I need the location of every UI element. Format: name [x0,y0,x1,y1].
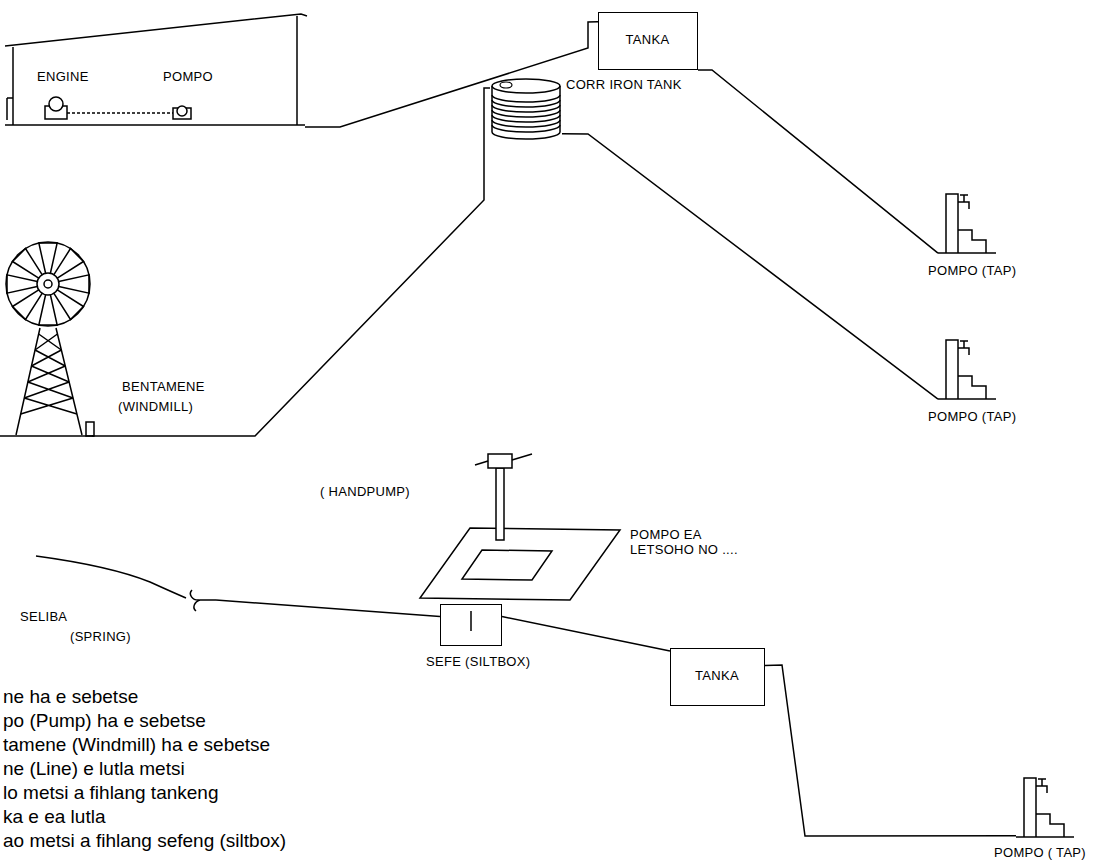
node-label: SEFE (SILTBOX) [426,655,530,670]
windmill-hub [37,273,59,295]
pump-head [488,454,512,468]
water-pipe [305,22,598,127]
windmill-brace [21,334,77,414]
equipment-node: ENGINE POMPO [5,12,305,127]
equipment-node: CORR IRON TANK [490,78,562,140]
water-pipe [502,617,670,651]
note-line: lo metsi a fihlang tankeng [3,782,218,805]
pump-platform [420,528,620,600]
windmill-blade [54,290,84,320]
water-pipe [698,70,938,253]
windmill-blade [13,290,43,320]
tap-spout [1036,786,1047,793]
node-label: POMPO EA LETSOHO NO .... [630,528,765,558]
water-pipe [92,88,490,436]
equipment-node: BENTAMENE(WINDMILL) [2,238,102,438]
pump-wheel [177,106,187,116]
node-drawing [938,190,996,255]
equipment-node: POMPO ( TAP) [1016,774,1074,839]
shed-wall [296,16,298,125]
equipment-node: ( HANDPUMP)POMPO EA LETSOHO NO .... [420,450,620,600]
shed-pipe [7,98,13,120]
platform-opening [462,550,552,580]
node-label: BENTAMENE [122,380,205,395]
equipment-node: POMPO (TAP) [938,336,996,401]
tap-post [946,340,958,399]
tap-handle [960,341,968,348]
node-label: (WINDMILL) [118,400,193,415]
silt-baffle [470,611,472,631]
node-label: ENGINE [37,70,89,85]
node-drawing [938,336,996,401]
node-label: POMPO (TAP) [928,264,1016,279]
shed-roof [5,14,307,46]
pump-head [86,422,94,436]
tap-spout [958,348,969,355]
node-drawing [441,605,503,647]
shed-wall [12,47,14,125]
ground-line [0,435,94,437]
tap-spout [958,202,969,209]
water-pipe [562,134,938,399]
water-pipe [765,665,1016,836]
windmill-blade [54,249,84,279]
equipment-node: POMPO (TAP) [938,190,996,255]
windmill-leg [16,328,82,435]
tank-box: TANKA [670,648,765,706]
node-label: POMPO ( TAP) [994,846,1086,861]
node-drawing [490,78,562,140]
windmill-blade [39,243,57,273]
node-label: CORR IRON TANK [566,78,682,93]
note-line: ne ha e sebetse [3,686,138,709]
tap-handle [960,195,968,202]
node-label: ( HANDPUMP) [320,485,410,500]
pump-handle [475,454,532,465]
node-label: TANKA [695,669,739,684]
tank-side [492,86,560,132]
tank-box: TANKA [598,12,698,70]
node-label: TANKA [626,33,670,48]
node-drawing [420,450,620,600]
note-line: ne (Line) e lutla metsi [3,758,185,781]
tap-step [1036,814,1064,837]
windmill-rim [6,242,90,326]
spring-symbol [190,590,216,611]
node-label: POMPO [163,70,213,85]
tank-inlet [500,82,512,88]
drive-shaft [67,112,173,114]
note-line: ao metsi a fihlang sefeng (siltbox) [3,830,286,853]
tap-step [958,230,986,253]
windmill-blade [39,295,57,325]
tank-top [492,79,560,93]
windmill-blade [59,275,89,293]
note-line: ka e ea lutla [3,806,105,829]
note-line: tamene (Windmill) ha e sebetse [3,734,270,757]
node-label: (SPRING) [70,630,131,645]
stream-line [36,556,186,598]
corrugation [492,95,560,132]
node-label: SELIBA [20,610,67,625]
engine-wheel [49,97,63,111]
shed-floor [5,124,305,126]
node-drawing [186,588,216,612]
tank-box: SEFE (SILTBOX) [440,604,502,646]
windmill-axle [44,280,52,288]
tap-handle [1038,779,1046,786]
windmill-blade [7,275,37,293]
tap-post [946,194,958,253]
note-line: po (Pump) ha e sebetse [3,710,206,733]
windmill-blade [13,249,43,279]
pump-column [496,468,504,540]
water-pipe [216,600,440,617]
tank-bottom [492,132,560,139]
equipment-node: SELIBA(SPRING) [186,588,216,612]
tap-step [958,376,986,399]
node-drawing [1016,774,1074,839]
tap-post [1024,778,1036,837]
node-drawing [2,238,102,438]
node-label: POMPO (TAP) [928,410,1016,425]
